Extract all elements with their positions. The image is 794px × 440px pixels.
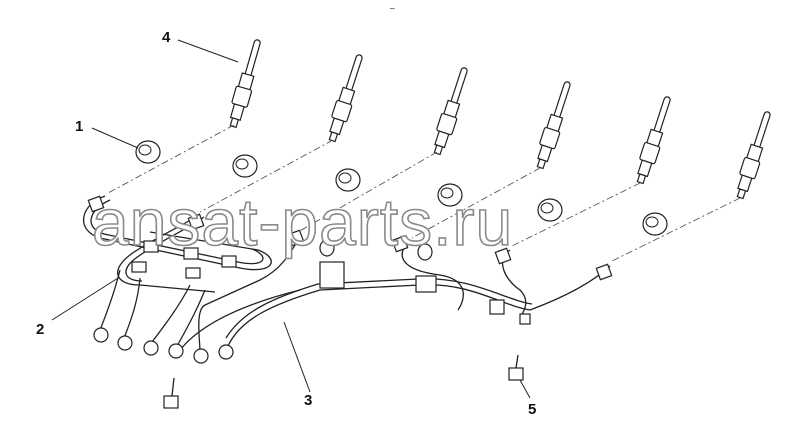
- center-lines: [107, 124, 741, 263]
- sleeve-3: [335, 168, 361, 192]
- injector-5: [636, 96, 671, 185]
- sleeve-5: [537, 198, 563, 222]
- callout-2: 2: [36, 277, 119, 338]
- top-mark: ~: [389, 4, 396, 13]
- sleeve-2: [232, 154, 258, 178]
- watermark-text: ansat-parts.ru: [92, 185, 513, 259]
- callout-label-2: 2: [36, 321, 44, 338]
- injector-group: [229, 39, 771, 200]
- callout-label-5: 5: [528, 401, 536, 418]
- callout-label-1: 1: [75, 118, 83, 135]
- callout-3: 3: [283, 321, 312, 409]
- bolt-left: [163, 377, 179, 409]
- injector-6: [736, 111, 771, 200]
- pipe-set-left: [82, 195, 272, 349]
- callout-label-3: 3: [304, 392, 312, 409]
- sleeve-4: [437, 183, 463, 207]
- callout-4: 4: [162, 29, 239, 63]
- sleeve-group: [135, 140, 668, 236]
- bolt-right: [508, 354, 524, 381]
- sleeve-6: [642, 212, 668, 236]
- injector-3: [433, 67, 468, 156]
- callout-1: 1: [75, 118, 139, 149]
- pipe-set-right: [179, 235, 611, 353]
- callout-5: 5: [519, 379, 536, 418]
- sleeve-1: [135, 140, 161, 164]
- injector-4: [536, 81, 571, 170]
- callout-label-4: 4: [162, 29, 171, 46]
- injector-1: [229, 39, 261, 129]
- injector-2: [328, 54, 363, 143]
- pipe-end-nuts: [87, 195, 613, 281]
- pump-end-nuts: [93, 327, 234, 364]
